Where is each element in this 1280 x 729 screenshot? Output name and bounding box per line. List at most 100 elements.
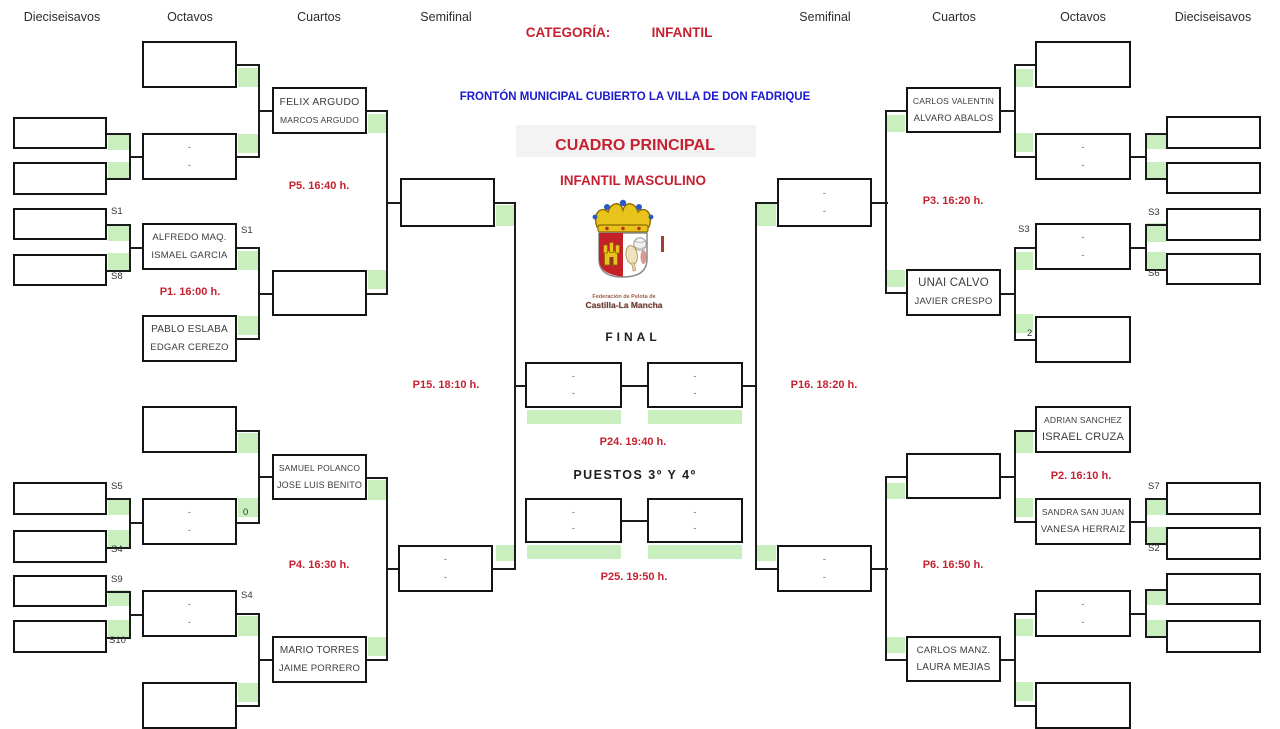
team-box: ALFREDO MAQ. ISMAEL GARCIA [142,223,237,270]
team-box [13,530,107,563]
bracket-line [107,270,130,272]
team-box [1166,162,1261,194]
score-cell [886,270,905,287]
score-cell [108,135,130,150]
team-box: -- [525,362,622,408]
third-place-label: PUESTOS 3º Y 4º [573,468,697,482]
team-box [1035,682,1131,729]
team-player-name: VANESA HERRAIZ [1040,524,1126,536]
bracket-line [622,385,647,387]
bracket-line [107,178,130,180]
team-slot-placeholder: - [571,523,576,534]
bracket-line [237,522,259,524]
bracket-line [1145,589,1147,638]
bracket-line [1145,498,1147,545]
score-cell [1014,133,1033,152]
column-header: Cuartos [297,10,341,24]
seed-label: S4 [241,590,253,601]
bracket-line [237,64,259,66]
bracket-line [885,110,908,112]
team-player-name: ALFREDO MAQ. [152,232,227,243]
team-box [1166,208,1261,241]
score-cell [1014,252,1033,270]
bracket-line [514,385,527,387]
team-player-name: ADRIAN SANCHEZ [1044,414,1122,425]
team-box: -- [142,133,237,180]
bracket-line [1131,521,1147,523]
score-cell [1014,69,1033,87]
bracket-line [1014,339,1037,341]
seed-label: 0 [243,507,249,518]
score-cell [238,316,259,335]
match-time-p15: P15. 18:10 h. [412,379,480,391]
team-box: -- [525,498,622,543]
score-cell [527,545,621,559]
bracket-line [1014,521,1037,523]
match-time-p4: P4. 16:30 h. [288,559,350,571]
category-value: INFANTIL [651,25,713,40]
score-cell [886,637,905,653]
team-box [142,406,237,453]
score-cell [108,224,130,241]
score-cell [108,620,130,637]
bracket-line [755,568,779,570]
score-cell [368,637,388,656]
score-cell [496,545,516,561]
team-slot-placeholder: - [1081,159,1085,170]
federation-crest-logo [586,199,662,295]
score-cell [1014,682,1033,701]
bracket-line [258,659,274,661]
logo-caption-line2: Castilla-La Mancha [585,300,663,310]
bracket-line [885,476,908,478]
seed-label: S3 [1148,207,1160,218]
bracket-line [1145,133,1168,135]
score-cell [108,530,130,547]
seed-label: S9 [111,574,123,585]
team-slot-placeholder: - [187,599,192,610]
bracket-line [1131,156,1147,158]
team-box: -- [1035,590,1131,637]
team-player-name: PABLO ESLABA [151,323,228,335]
score-cell [1146,252,1166,271]
team-player-name: CARLOS VALENTIN [912,96,995,106]
bracket-line [386,568,400,570]
bracket-line [1131,247,1147,249]
team-box [13,620,107,653]
team-slot-placeholder: - [1081,249,1085,260]
team-player-name: CARLOS MANZ. [916,644,991,656]
bracket-line [755,202,779,204]
seed-label: S3 [1018,224,1030,235]
seed-label: 2 [1027,328,1033,339]
score-cell [1014,619,1033,636]
bracket-line [129,247,144,249]
bracket-line [872,568,888,570]
bracket-line [1001,659,1016,661]
bracket-line [237,705,259,707]
team-box [13,162,107,195]
score-cell [496,205,516,226]
bracket-line [1014,247,1037,249]
team-slot-placeholder: - [822,188,827,198]
team-box: -- [647,498,743,543]
team-box [13,254,107,286]
score-cell [1146,620,1166,637]
team-slot-placeholder: - [693,523,697,534]
team-box [1166,253,1261,285]
column-header: Dieciseisavos [1174,10,1252,24]
bracket-line [1145,269,1168,271]
bracket-line [107,591,130,593]
crest-icon [592,199,654,278]
match-time-p3: P3. 16:20 h. [922,195,984,207]
bracket-line [107,498,130,500]
logo-red-bar [661,236,664,252]
score-cell [368,114,388,133]
bracket-line [107,224,130,226]
bracket-line [1014,247,1016,341]
column-header: Semifinal [799,10,851,24]
bracket-line [386,202,402,204]
score-cell [238,433,259,453]
logo-caption-line1: Federación de Pelota de [592,294,656,300]
team-player-name: ISMAEL GARCIA [151,249,228,261]
